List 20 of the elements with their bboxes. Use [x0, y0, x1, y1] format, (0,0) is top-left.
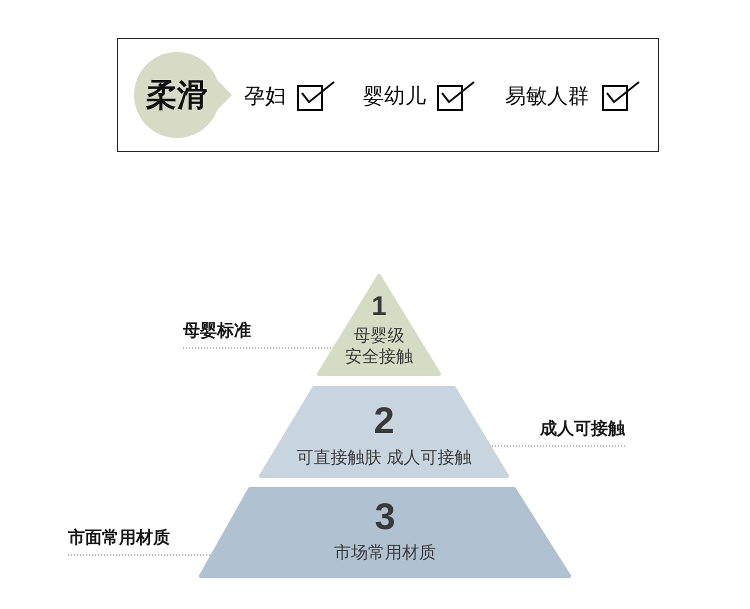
- trapezoid-tier: [198, 486, 572, 579]
- leader-line: [68, 554, 211, 556]
- tier-description: 市场常用材质: [334, 542, 436, 564]
- tier-description: 母婴级安全接触: [345, 325, 413, 367]
- audience-label: 易敏人群: [505, 85, 589, 109]
- trapezoid-tier: [258, 385, 510, 479]
- bubble-text: 柔滑: [146, 76, 208, 114]
- tier-number: 3: [374, 497, 396, 537]
- audience-label: 孕妇: [244, 85, 286, 109]
- triangle-tier: [316, 273, 442, 377]
- side-label: 市面常用材质: [68, 527, 170, 549]
- leader-line: [490, 445, 625, 447]
- speech-bubble: [133, 51, 233, 139]
- tier-number: 1: [371, 291, 387, 321]
- side-label: 母婴标准: [183, 320, 251, 342]
- tier-number: 2: [374, 401, 394, 441]
- leader-line: [183, 347, 333, 349]
- audience-label: 婴幼儿: [363, 85, 426, 109]
- tier-description: 可直接触肤 成人可接触: [296, 447, 472, 469]
- side-label: 成人可接触: [540, 418, 625, 440]
